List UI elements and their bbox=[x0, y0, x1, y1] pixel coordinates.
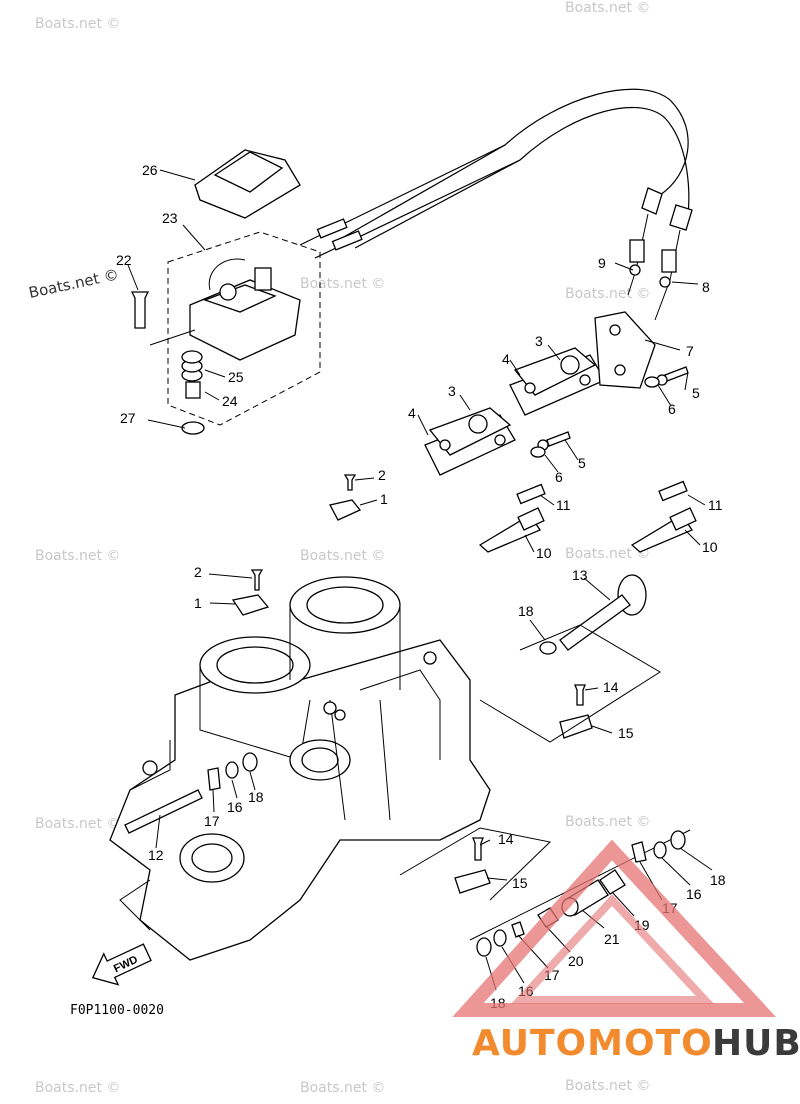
injectors bbox=[478, 480, 697, 553]
callout-11b: 11 bbox=[708, 497, 723, 513]
watermark: Boats.net © bbox=[27, 265, 120, 302]
callout-3a: 3 bbox=[535, 333, 543, 349]
callout-5b: 5 bbox=[578, 455, 586, 471]
logo-text-automoto: AUTOMOTO bbox=[472, 1023, 713, 1064]
valve-13 bbox=[539, 574, 647, 655]
callout-23: 23 bbox=[162, 210, 178, 226]
watermark: Boats.net © bbox=[35, 548, 120, 564]
callout-27: 27 bbox=[120, 410, 136, 426]
watermark: Boats.net © bbox=[35, 816, 120, 832]
watermarks: Boats.net © Boats.net © Boats.net © Boat… bbox=[27, 0, 650, 1096]
callout-18a: 18 bbox=[518, 603, 534, 619]
callout-1b: 1 bbox=[194, 595, 202, 611]
watermark: Boats.net © bbox=[565, 814, 650, 830]
callout-22: 22 bbox=[116, 252, 132, 268]
callout-4a: 4 bbox=[502, 351, 510, 367]
clamp-upper bbox=[479, 624, 661, 743]
automotohub-logo: AUTOMOTO HUB bbox=[452, 839, 800, 1064]
watermark: Boats.net © bbox=[565, 1078, 650, 1094]
callout-15b: 15 bbox=[512, 875, 528, 891]
callout-9: 9 bbox=[598, 255, 606, 271]
callout-2a: 2 bbox=[378, 467, 386, 483]
callout-3b: 3 bbox=[448, 383, 456, 399]
callout-5a: 5 bbox=[692, 385, 700, 401]
callout-11a: 11 bbox=[556, 497, 571, 513]
callout-8: 8 bbox=[702, 279, 710, 295]
callout-2b: 2 bbox=[194, 564, 202, 580]
callout-6a: 6 bbox=[668, 401, 676, 417]
callout-18c: 18 bbox=[710, 872, 726, 888]
callout-10a: 10 bbox=[536, 545, 552, 561]
callout-7: 7 bbox=[686, 343, 694, 359]
logo-triangle bbox=[452, 839, 777, 1017]
callout-24: 24 bbox=[222, 393, 238, 409]
callout-18b: 18 bbox=[248, 789, 264, 805]
shaft-12 bbox=[124, 789, 203, 834]
watermark: Boats.net © bbox=[300, 276, 385, 292]
callout-14b: 14 bbox=[498, 831, 514, 847]
cylinder-heads bbox=[424, 311, 656, 476]
watermark: Boats.net © bbox=[35, 1080, 120, 1096]
callout-4b: 4 bbox=[408, 405, 416, 421]
callout-17a: 17 bbox=[204, 813, 220, 829]
watermark: Boats.net © bbox=[300, 548, 385, 564]
diagram-code: F0P1100-0020 bbox=[70, 1003, 164, 1018]
fwd-arrow: FWD bbox=[91, 943, 152, 986]
watermark: Boats.net © bbox=[565, 0, 650, 16]
callouts: 26 23 22 25 24 27 9 8 7 3 4 3 4 5 6 5 6 … bbox=[116, 162, 726, 1011]
callout-20: 20 bbox=[568, 953, 584, 969]
callout-13: 13 bbox=[572, 567, 588, 583]
callout-26: 26 bbox=[142, 162, 158, 178]
callout-16a: 16 bbox=[227, 799, 243, 815]
watermark: Boats.net © bbox=[565, 546, 650, 562]
fasteners bbox=[231, 366, 689, 616]
callout-15a: 15 bbox=[618, 725, 634, 741]
electrical-box-assembly bbox=[130, 258, 301, 435]
cover-26 bbox=[194, 149, 301, 219]
clamp-lower bbox=[399, 827, 552, 901]
engine-block bbox=[109, 576, 491, 961]
callout-25: 25 bbox=[228, 369, 244, 385]
watermark: Boats.net © bbox=[35, 16, 120, 32]
callout-10b: 10 bbox=[702, 539, 718, 555]
leader-lines bbox=[127, 169, 713, 991]
callout-21: 21 bbox=[604, 931, 620, 947]
callout-14a: 14 bbox=[603, 679, 619, 695]
cables bbox=[299, 88, 693, 321]
callout-1a: 1 bbox=[380, 491, 388, 507]
assembly-box-23 bbox=[167, 231, 321, 426]
callout-16b: 16 bbox=[686, 886, 702, 902]
callout-12: 12 bbox=[148, 847, 164, 863]
washers-left bbox=[207, 752, 258, 791]
watermark: Boats.net © bbox=[565, 286, 650, 302]
watermark: Boats.net © bbox=[300, 1080, 385, 1096]
logo-text-hub: HUB bbox=[712, 1023, 800, 1064]
callout-6b: 6 bbox=[555, 469, 563, 485]
